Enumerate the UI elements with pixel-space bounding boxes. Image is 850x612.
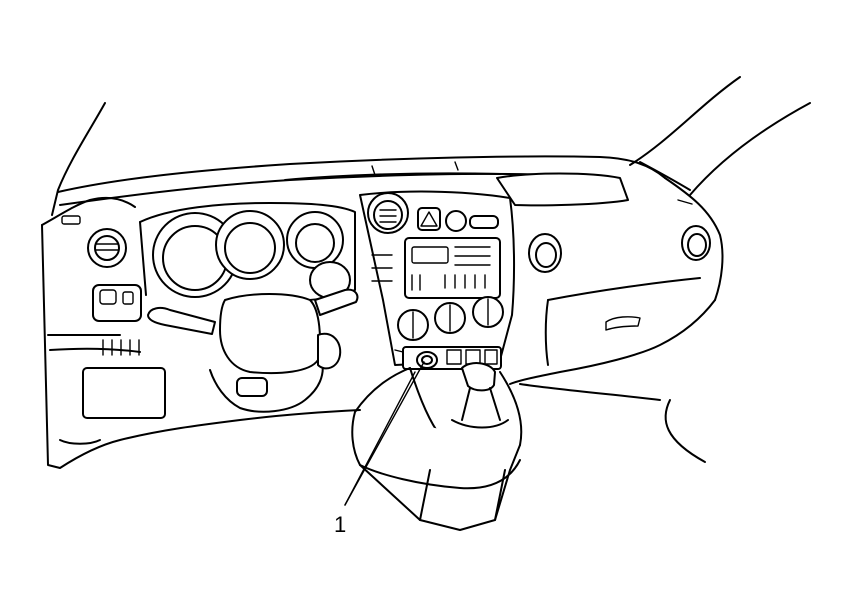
radio-unit <box>404 237 501 299</box>
callout-1-label: 1 <box>334 512 346 537</box>
glove-box <box>544 277 701 366</box>
dash-top-panel <box>496 172 629 207</box>
dash-top <box>57 155 666 206</box>
right-vents <box>528 199 711 273</box>
shifter-console <box>351 362 523 531</box>
dash-body <box>41 177 724 469</box>
instrument-cluster <box>139 202 356 302</box>
callout-1: 1 <box>334 361 425 537</box>
steering-column <box>147 288 359 413</box>
climate-controls <box>397 296 504 341</box>
a-pillars <box>51 76 811 216</box>
center-stack <box>359 190 516 366</box>
left-vent <box>61 215 127 268</box>
switch-panel <box>82 284 166 419</box>
